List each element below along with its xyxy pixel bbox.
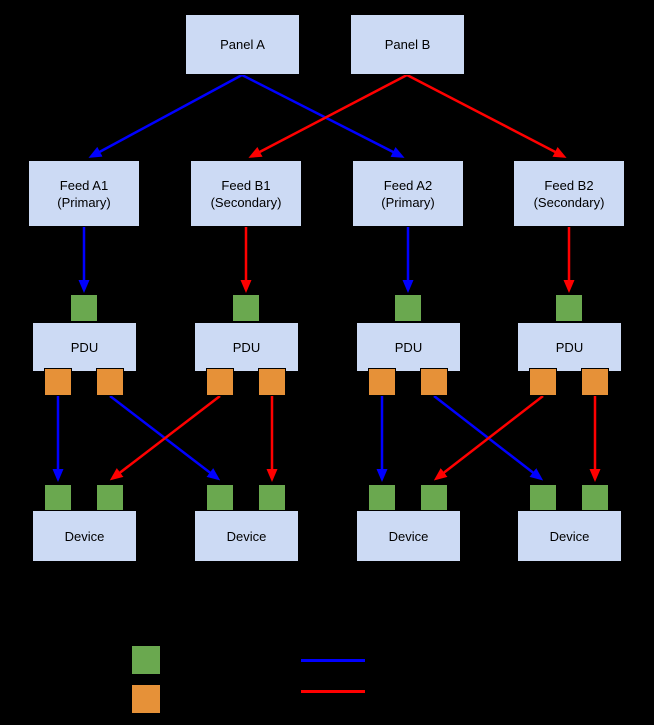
legend-primary-line: [301, 659, 365, 662]
feed-b2-node: Feed B2 (Secondary): [513, 160, 625, 227]
feed-b2-label-line1: Feed B2: [544, 177, 594, 193]
feed-b1-node: Feed B1 (Secondary): [190, 160, 302, 227]
panel-b-node: Panel B: [350, 14, 465, 75]
pdu1-node: PDU: [32, 322, 137, 372]
legend-input-port-swatch: [131, 645, 161, 675]
pdu1-output-port-left: [44, 368, 72, 396]
device1-input-port-right: [96, 484, 124, 512]
pdu1-output-port-right: [96, 368, 124, 396]
panel-a-node: Panel A: [185, 14, 300, 75]
pdu2-node: PDU: [194, 322, 299, 372]
device2-node: Device: [194, 510, 299, 562]
arrow-panel-b-to-feed-b1: [248, 73, 408, 158]
pdu2-input-port: [232, 294, 260, 322]
pdu4-output-port-left: [529, 368, 557, 396]
pdu1-input-port: [70, 294, 98, 322]
pdu4-input-port: [555, 294, 583, 322]
feed-a1-node: Feed A1 (Primary): [28, 160, 140, 227]
device2-input-port-left: [206, 484, 234, 512]
pdu3-output-port-left: [368, 368, 396, 396]
pdu3-output-port-right: [420, 368, 448, 396]
device3-input-port-left: [368, 484, 396, 512]
legend-output-port-swatch: [131, 684, 161, 714]
device1-node: Device: [32, 510, 137, 562]
legend-secondary-line: [301, 690, 365, 693]
feed-a2-node: Feed A2 (Primary): [352, 160, 464, 227]
feed-b2-label-line2: (Secondary): [533, 194, 605, 210]
device3-input-port-right: [420, 484, 448, 512]
arrow-panel-a-to-feed-a2: [241, 73, 405, 158]
pdu2-output-port-right: [258, 368, 286, 396]
arrow-panel-b-to-feed-b2: [406, 73, 567, 158]
feed-a1-label-line1: Feed A1: [59, 177, 109, 193]
device2-input-port-right: [258, 484, 286, 512]
feed-a1-label-line2: (Primary): [57, 194, 111, 210]
pdu3-node: PDU: [356, 322, 461, 372]
arrow-pdu3-to-device4: [433, 395, 544, 481]
device4-input-port-left: [529, 484, 557, 512]
pdu4-node: PDU: [517, 322, 622, 372]
device4-node: Device: [517, 510, 622, 562]
feed-b1-label-line2: (Secondary): [210, 194, 282, 210]
pdu2-output-port-left: [206, 368, 234, 396]
arrow-pdu2-to-device1: [109, 395, 221, 481]
device3-node: Device: [356, 510, 461, 562]
device4-input-port-right: [581, 484, 609, 512]
device1-input-port-left: [44, 484, 72, 512]
feed-a2-label-line2: (Primary): [381, 194, 435, 210]
feed-b1-label-line1: Feed B1: [221, 177, 271, 193]
arrow-pdu4-to-device3: [433, 395, 544, 481]
arrow-pdu1-to-device2: [109, 395, 221, 481]
pdu4-output-port-right: [581, 368, 609, 396]
pdu3-input-port: [394, 294, 422, 322]
feed-a2-label-line1: Feed A2: [383, 177, 433, 193]
arrow-panel-a-to-feed-a1: [88, 73, 243, 158]
